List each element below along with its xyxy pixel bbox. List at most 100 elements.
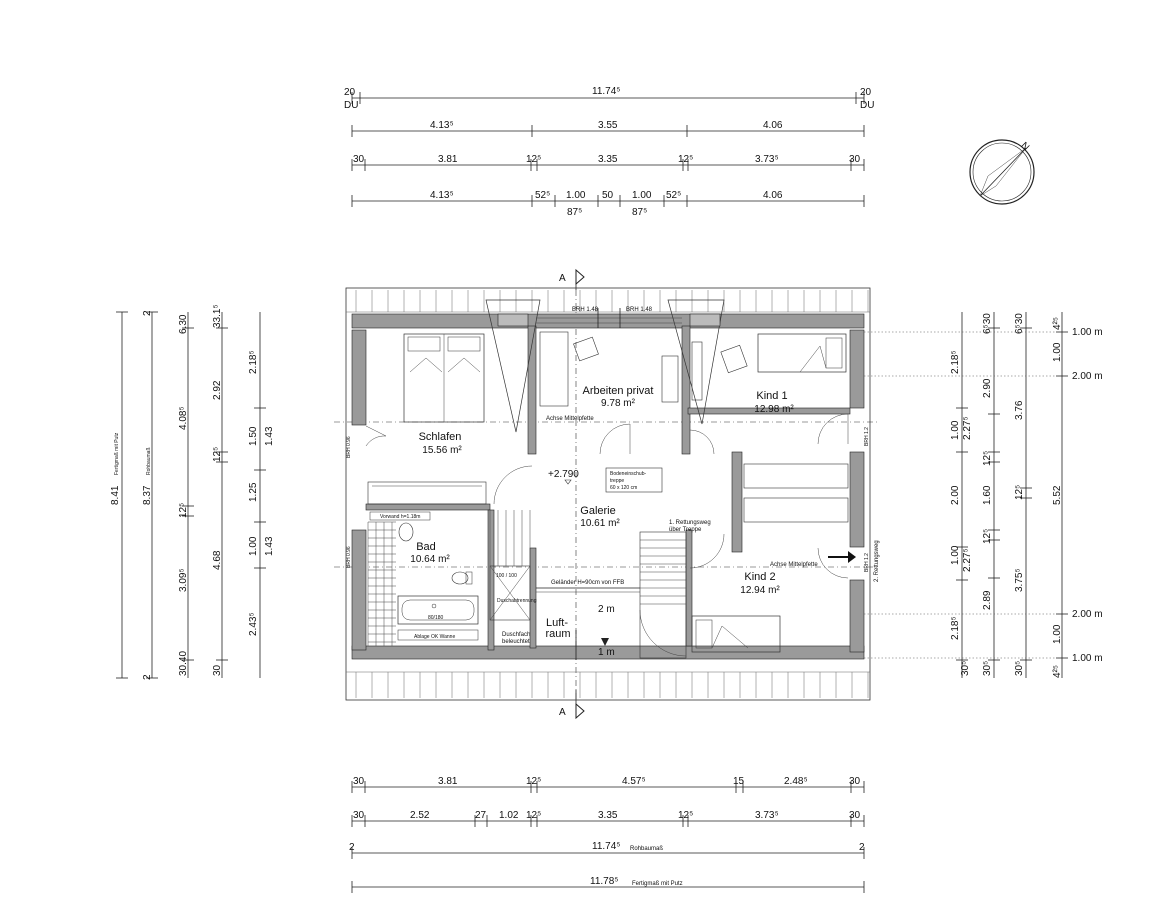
bottom-dim-r2-5: 3.35 <box>598 810 618 821</box>
right-dim-c2-0: 6⁵30 <box>982 313 993 334</box>
left-dim-c1-label: Fertigmaß mit Putz <box>114 432 120 475</box>
achse-label-1: Achse Mittelpfette <box>546 416 594 422</box>
chair-icon <box>720 344 748 374</box>
room-name-galerie: Galerie <box>580 505 615 517</box>
top-dim-r3-1: 3.81 <box>438 154 458 165</box>
bodentreppe-line2: treppe <box>610 478 624 484</box>
staircase: 2 m 1 m <box>575 531 687 660</box>
right-dim-c2-6: 2.27⁵ <box>962 548 973 572</box>
ablage-label: Ablage OK Wanne <box>414 634 455 640</box>
top-dim-r4-4: 1.00 <box>632 190 652 201</box>
room-name-kind2: Kind 2 <box>744 571 775 583</box>
right-dim-c4-2: 5.52 <box>1052 485 1063 505</box>
bottom-dim-r2-8: 30 <box>849 810 861 821</box>
top-dim-right-sub: DU <box>860 100 874 111</box>
section-marker-top: A <box>559 268 585 290</box>
gelaender-label: Geländer H=90cm von FFB <box>551 580 624 586</box>
right-dim-c2-8: 30⁵ <box>982 661 993 676</box>
section-label-bottom: A <box>559 707 566 718</box>
bottom-dim-r1-2: 12⁵ <box>526 776 541 787</box>
wardrobe-icon <box>367 481 487 505</box>
top-dim-r4-6: 4.06 <box>763 190 783 201</box>
right-dim-c3-0: 6⁵30 <box>1014 313 1025 334</box>
dusche-size: 100 / 100 <box>496 573 517 579</box>
room-area-kind2: 12.94 m² <box>740 585 780 596</box>
top-dim-r3-5: 3.73⁵ <box>755 154 779 165</box>
right-dim-c2-7: 2.89 <box>982 590 993 610</box>
top-dim-r4-2: 1.00 <box>566 190 586 201</box>
bottom-dim-r3-left: 2 <box>349 842 355 853</box>
dusche-label: Duschabtrennung <box>497 598 537 604</box>
top-dim-r4-sub-b: 87⁵ <box>632 207 647 218</box>
left-dim-c2-value: 8.37 <box>142 485 153 505</box>
height-marker-3: 2.00 m <box>1072 609 1103 620</box>
left-dim-c2-top: 2 <box>142 310 153 316</box>
achse-label-2: Achse Mittelpfette <box>770 562 818 568</box>
right-dim-c2-1: 2.90 <box>982 378 993 398</box>
bottom-dim-r2-3: 1.02 <box>499 810 519 821</box>
bottom-dim-r3-right: 2 <box>859 842 865 853</box>
chair-icon <box>573 336 599 362</box>
room-arbeiten: Arbeiten privat 9.78 m² Achse Mittelpfet… <box>539 331 679 455</box>
bottom-dim-r1-6: 30 <box>849 776 861 787</box>
bathtub-icon <box>397 595 479 625</box>
right-dim-c1-3: 1.00 <box>950 545 961 565</box>
room-area-kind1: 12.98 m² <box>754 404 794 415</box>
bottom-dim-r2-2: 27 <box>475 810 487 821</box>
left-dim-c1-value: 8.41 <box>110 485 121 505</box>
height-marker-2: 2.00 m <box>1072 371 1103 382</box>
bottom-dim-r2-0: 30 <box>353 810 365 821</box>
bottom-dim-r1-5: 2.48⁵ <box>784 776 808 787</box>
right-dim-c4-1: 1.00 <box>1052 342 1063 362</box>
bed-icon <box>757 333 847 373</box>
left-dim-c4-0: 33.1⁵ <box>212 304 223 328</box>
right-dim-c3-3: 3.75⁵ <box>1014 568 1025 592</box>
top-dim-left-sub: DU <box>344 100 358 111</box>
left-dim-c4-1: 2.92 <box>212 380 223 400</box>
top-dim-r2-a: 4.13⁵ <box>430 120 454 131</box>
top-dim-r3-2: 12⁵ <box>526 154 541 165</box>
right-dim-c1-5: 30⁵ <box>960 661 971 676</box>
top-dim-r4-1: 52⁵ <box>535 190 550 201</box>
top-dim-r2-b: 3.55 <box>598 120 618 131</box>
north-arrow-icon: N <box>969 139 1035 205</box>
bottom-dim-r4-value: 11.78⁵ <box>590 876 618 887</box>
top-dim-total: 11.74⁵ <box>592 86 620 97</box>
top-dim-r3-0: 30 <box>353 154 365 165</box>
right-dim-c1-0: 2.18⁵ <box>950 350 961 374</box>
bed-icon <box>691 615 781 653</box>
left-dim-c3-2: 12⁵ <box>178 503 189 518</box>
right-dim-c2-5: 12⁵ <box>982 529 993 544</box>
duschfach-line2: beleuchtet <box>502 639 530 645</box>
room-area-arbeiten: 9.78 m² <box>601 398 636 409</box>
bottom-dim-r3-label: Rohbaumaß <box>630 846 663 852</box>
brh-right-1: BRH 1.2 <box>864 427 870 446</box>
top-dim-right: 20 <box>860 87 872 98</box>
bottom-dim-r4-label: Fertigmaß mit Putz <box>632 881 683 887</box>
north-label: N <box>1018 140 1031 153</box>
wanne-label: 80/180 <box>428 615 444 621</box>
left-dim-c3-0: 6.30 <box>178 314 189 334</box>
bottom-dim-r2-6: 12⁵ <box>678 810 693 821</box>
duschfach-line1: Duschfach <box>502 632 530 638</box>
bottom-dim-r2-4: 12⁵ <box>526 810 541 821</box>
height-label-1m: 1 m <box>598 647 615 658</box>
left-dim-c5-0: 2.18⁵ <box>248 350 259 374</box>
height-marker-4: 1.00 m <box>1072 653 1103 664</box>
left-dim-c5-2: 1.25 <box>248 482 259 502</box>
top-dim-r3-4: 12⁵ <box>678 154 693 165</box>
bottom-dim-r2-7: 3.73⁵ <box>755 810 779 821</box>
room-luftraum: Luft- raum <box>545 617 570 640</box>
bodentreppe-line1: Bodeneinschub- <box>610 471 646 477</box>
left-dim-c5-3: 1.00 <box>248 536 259 556</box>
attic-ladder-icon <box>605 467 663 493</box>
left-dim-c4-2: 12⁵ <box>212 447 223 462</box>
right-dim-c4-4: 4²⁵ <box>1052 665 1063 678</box>
left-dim-c6-1: 1.43 <box>264 536 275 556</box>
top-dim-r4-0: 4.13⁵ <box>430 190 454 201</box>
bodentreppe-line3: 60 x 120 cm <box>610 485 637 491</box>
brh-label-2: BRH 1.48 <box>626 307 653 313</box>
right-dim-c1-4: 2.18⁵ <box>950 616 961 640</box>
right-dim-c4-0: 4²⁵ <box>1052 317 1063 330</box>
